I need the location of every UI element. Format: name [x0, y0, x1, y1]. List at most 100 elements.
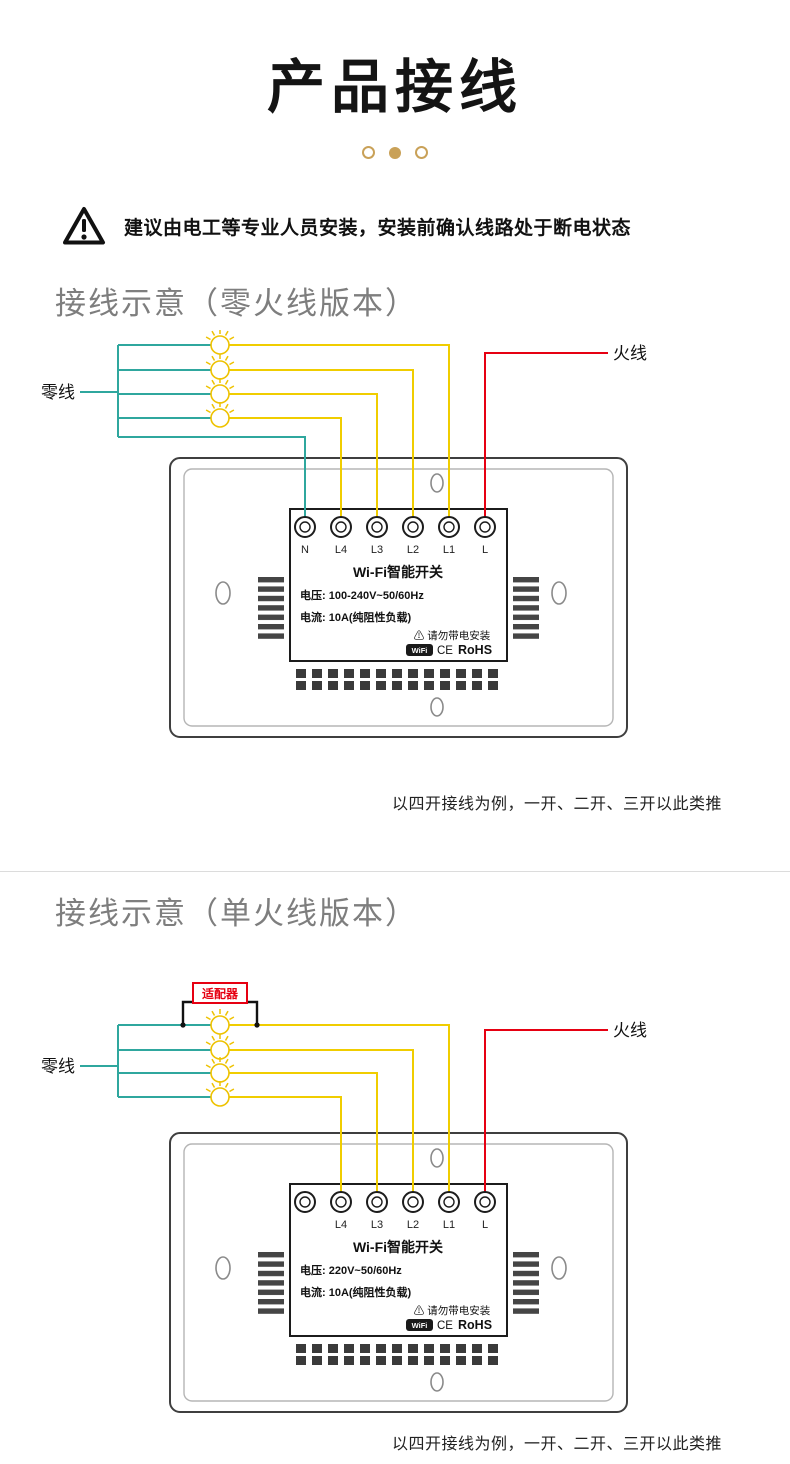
connector-teeth-row — [296, 1344, 502, 1353]
live-wire-label: 火线 — [613, 344, 647, 363]
terminal-label: L4 — [335, 544, 347, 556]
device-voltage: 电压: 100-240V~50/60Hz — [300, 588, 424, 602]
lamp-icon — [205, 401, 235, 428]
terminal-L1 — [438, 1191, 460, 1213]
lamp-icon — [205, 1033, 235, 1060]
terminal-label: L4 — [335, 1219, 347, 1231]
device-name: Wi-Fi智能开关 — [353, 1239, 443, 1255]
screw-hole-right — [551, 581, 567, 605]
connector-teeth-row — [296, 669, 502, 678]
warning-triangle-icon — [63, 207, 105, 245]
device-install-warning: ⚠ 请勿带电安装 — [414, 1304, 491, 1317]
cert-logos: WiFi CE RoHS — [406, 1318, 492, 1332]
vent-grid-left — [258, 577, 284, 639]
terminal-label: L2 — [407, 1219, 419, 1231]
terminal-L2 — [402, 516, 424, 538]
terminal-label: L — [482, 1219, 488, 1231]
title-ornament-dots — [0, 146, 790, 159]
terminal-label: L — [482, 544, 488, 556]
warning-text: 建议由电工等专业人员安装，安装前确认线路处于断电状态 — [124, 217, 632, 239]
load-wire-L1 — [229, 344, 450, 518]
terminal-L1 — [438, 516, 460, 538]
device-current: 电流: 10A(纯阻性负载) — [300, 610, 412, 624]
vent-grid-right — [513, 1252, 539, 1314]
device-voltage: 电压: 220V~50/60Hz — [300, 1263, 402, 1277]
smart-switch-device — [169, 1132, 628, 1413]
terminal-L4 — [330, 1191, 352, 1213]
live-wire — [484, 352, 608, 518]
vent-grid-right — [513, 577, 539, 639]
terminal-N — [294, 516, 316, 538]
screw-hole-top — [430, 1148, 444, 1168]
dot-solid-icon — [389, 146, 401, 159]
terminal-label: L1 — [443, 544, 455, 556]
adapter-label: 适配器 — [202, 986, 239, 1001]
adapter: 适配器 — [180, 982, 260, 1028]
section1-caption: 以四开接线为例，一开、二开、三开以此类推 — [391, 796, 722, 813]
terminal-label: L3 — [371, 544, 383, 556]
load-wire-L3 — [229, 393, 378, 518]
load-wire-L4 — [229, 417, 342, 518]
lamp-icon — [205, 1080, 235, 1107]
load-wires — [229, 344, 450, 518]
live-wire — [484, 1029, 608, 1193]
lamp-icon — [205, 1056, 235, 1083]
neutral-wire-to-N — [118, 436, 306, 518]
screw-hole-left — [215, 1256, 231, 1280]
load-wire-L3 — [229, 1072, 378, 1193]
wiring-diagram-neutral-live: 零线 火线 N L4 L3 L2 L1 L Wi-Fi智能开关 电压: 100-… — [41, 330, 647, 738]
neutral-wires — [80, 1024, 211, 1098]
neutral-wire-label: 零线 — [41, 1057, 75, 1076]
terminal-label: L1 — [443, 1219, 455, 1231]
wiring-diagram-single-live: 适配器 零线 火线 L4 L3 L2 L1 L Wi-Fi智能开关 电压: 22… — [41, 982, 647, 1413]
terminal-block — [289, 1183, 508, 1337]
device-install-warning: ⚠ 请勿带电安装 — [414, 629, 491, 642]
terminal-L3 — [366, 1191, 388, 1213]
terminal-L — [474, 516, 496, 538]
dot-ring-icon — [362, 146, 375, 159]
screw-hole-right — [551, 1256, 567, 1280]
load-wires — [229, 1024, 450, 1193]
section-divider — [0, 871, 790, 872]
ce-mark: CE — [437, 1320, 453, 1332]
terminal — [294, 1191, 316, 1213]
load-wire-L4 — [229, 1096, 342, 1193]
terminal-label: N — [301, 544, 309, 556]
wifi-logo-text: WiFi — [412, 1321, 428, 1330]
vent-grid-left — [258, 1252, 284, 1314]
screw-hole-top — [430, 473, 444, 493]
safety-warning: 建议由电工等专业人员安装，安装前确认线路处于断电状态 — [62, 206, 742, 246]
wifi-logo-icon — [406, 1319, 433, 1331]
terminal-label: L3 — [371, 1219, 383, 1231]
section2-heading: 接线示意（单火线版本） — [55, 896, 418, 931]
lamp-icon — [205, 330, 235, 355]
terminal-L4 — [330, 516, 352, 538]
load-wire-L1 — [229, 1024, 450, 1193]
terminal-L — [474, 1191, 496, 1213]
rohs-mark: RoHS — [458, 1318, 492, 1332]
terminal-label: L2 — [407, 544, 419, 556]
load-wire-L2 — [229, 369, 414, 518]
junction-dot — [254, 1022, 260, 1028]
screw-hole-bottom — [430, 697, 444, 717]
screw-hole-bottom — [430, 1372, 444, 1392]
smart-switch-device — [169, 457, 628, 738]
adapter-box — [192, 982, 248, 1004]
ce-mark: CE — [437, 645, 453, 657]
lamp-icon — [205, 1008, 235, 1035]
lamp-icon — [205, 353, 235, 380]
connector-teeth-row — [296, 681, 502, 690]
cert-logos: WiFi CE RoHS — [406, 643, 492, 657]
lamp-icon — [205, 377, 235, 404]
terminal-block — [289, 508, 508, 662]
terminal-L3 — [366, 516, 388, 538]
neutral-wires — [80, 344, 306, 518]
wifi-logo-icon — [406, 644, 433, 656]
screw-hole-left — [215, 581, 231, 605]
dot-ring-icon — [415, 146, 428, 159]
section1-heading: 接线示意（零火线版本） — [55, 286, 418, 321]
wifi-logo-text: WiFi — [412, 646, 428, 655]
page-title: 产品接线 — [266, 55, 523, 120]
section2-caption: 以四开接线为例，一开、二开、三开以此类推 — [391, 1436, 722, 1453]
